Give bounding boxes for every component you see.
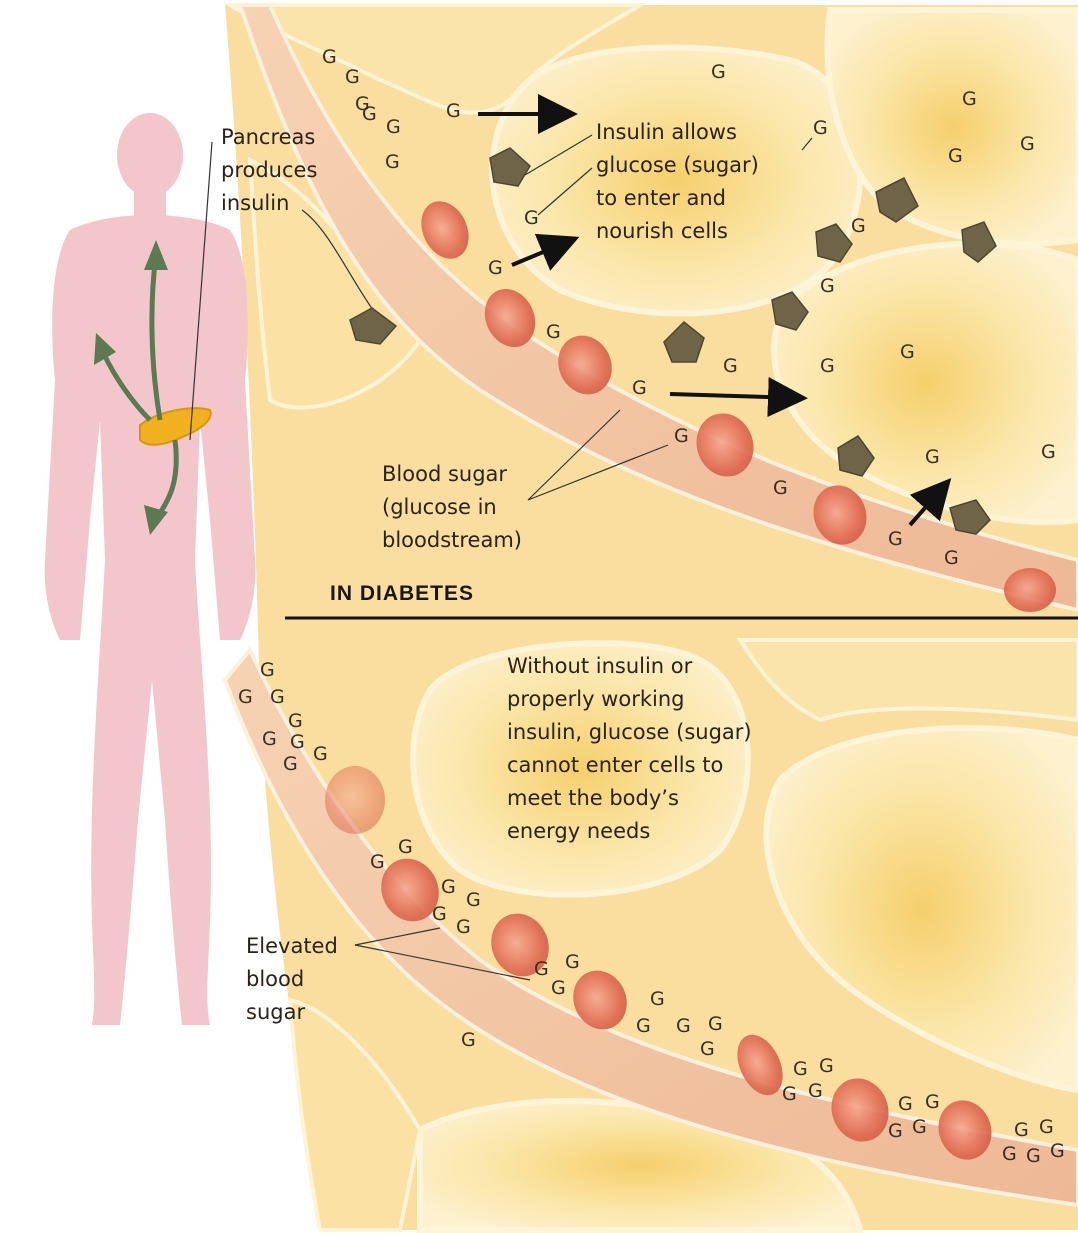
glucose-symbol: G [524,207,539,229]
glucose-symbol: G [370,851,385,873]
glucose-symbol: G [446,100,461,122]
without-insulin-label: Without insulin or properly working insu… [507,650,752,848]
glucose-symbol: G [820,275,835,297]
glucose-symbol: G [851,215,866,237]
glucose-symbol: G [888,528,903,550]
glucose-symbol: G [820,355,835,377]
glucose-symbol: G [260,659,275,681]
glucose-symbol: G [432,903,447,925]
pancreas-label: Pancreas produces insulin [221,121,317,220]
glucose-symbol: G [773,477,788,499]
glucose-symbol: G [488,257,503,279]
glucose-symbol: G [551,977,566,999]
glucose-symbol: G [676,1015,691,1037]
glucose-symbol: G [386,116,401,138]
glucose-symbol: G [456,916,471,938]
glucose-symbol: G [385,151,400,173]
glucose-symbol: G [944,547,959,569]
glucose-symbol: G [782,1083,797,1105]
glucose-symbol: G [534,958,549,980]
glucose-symbol: G [636,1015,651,1037]
glucose-symbol: G [1050,1140,1065,1162]
glucose-symbol: G [888,1120,903,1142]
glucose-symbol: G [283,753,298,775]
glucose-symbol: G [288,710,303,732]
glucose-symbol: G [270,686,285,708]
blood-sugar-label: Blood sugar (glucose in bloodstream) [382,458,522,557]
glucose-symbol: G [900,341,915,363]
glucose-symbol: G [1039,1116,1054,1138]
in-diabetes-heading: IN DIABETES [330,582,474,606]
glucose-symbol: G [1002,1143,1017,1165]
human-body-silhouette [45,113,256,1025]
elevated-blood-sugar-label: Elevated blood sugar [246,930,338,1029]
glucose-symbol: G [238,686,253,708]
glucose-symbol: G [466,889,481,911]
glucose-symbol: G [290,731,305,753]
glucose-symbol: G [1020,133,1035,155]
glucose-symbol: G [711,61,726,83]
glucose-symbol: G [546,321,561,343]
glucose-symbol: G [398,836,413,858]
glucose-symbol: G [1014,1119,1029,1141]
glucose-symbol: G [345,66,360,88]
glucose-symbol: G [632,377,647,399]
glucose-symbol: G [708,1013,723,1035]
glucose-symbol: G [813,117,828,139]
glucose-symbol: G [962,88,977,110]
glucose-symbol: G [441,876,456,898]
glucose-symbol: G [912,1116,927,1138]
glucose-symbol: G [925,1091,940,1113]
glucose-symbol: G [808,1080,823,1102]
glucose-symbol: G [723,355,738,377]
glucose-symbol: G [819,1055,834,1077]
glucose-symbol: G [925,446,940,468]
glucose-symbol: G [313,743,328,765]
glucose-symbol: G [322,46,337,68]
glucose-symbol: G [898,1093,913,1115]
glucose-symbol: G [362,103,377,125]
glucose-symbol: G [674,425,689,447]
glucose-symbol: G [1041,441,1056,463]
glucose-symbol: G [262,728,277,750]
glucose-symbol: G [461,1029,476,1051]
glucose-symbol: G [700,1038,715,1060]
glucose-symbol: G [793,1058,808,1080]
glucose-symbol: G [1026,1145,1041,1167]
insulin-allows-label: Insulin allows glucose (sugar) to enter … [596,116,759,248]
glucose-symbol: G [650,988,665,1010]
glucose-symbol: G [948,145,963,167]
glucose-symbol: G [565,951,580,973]
